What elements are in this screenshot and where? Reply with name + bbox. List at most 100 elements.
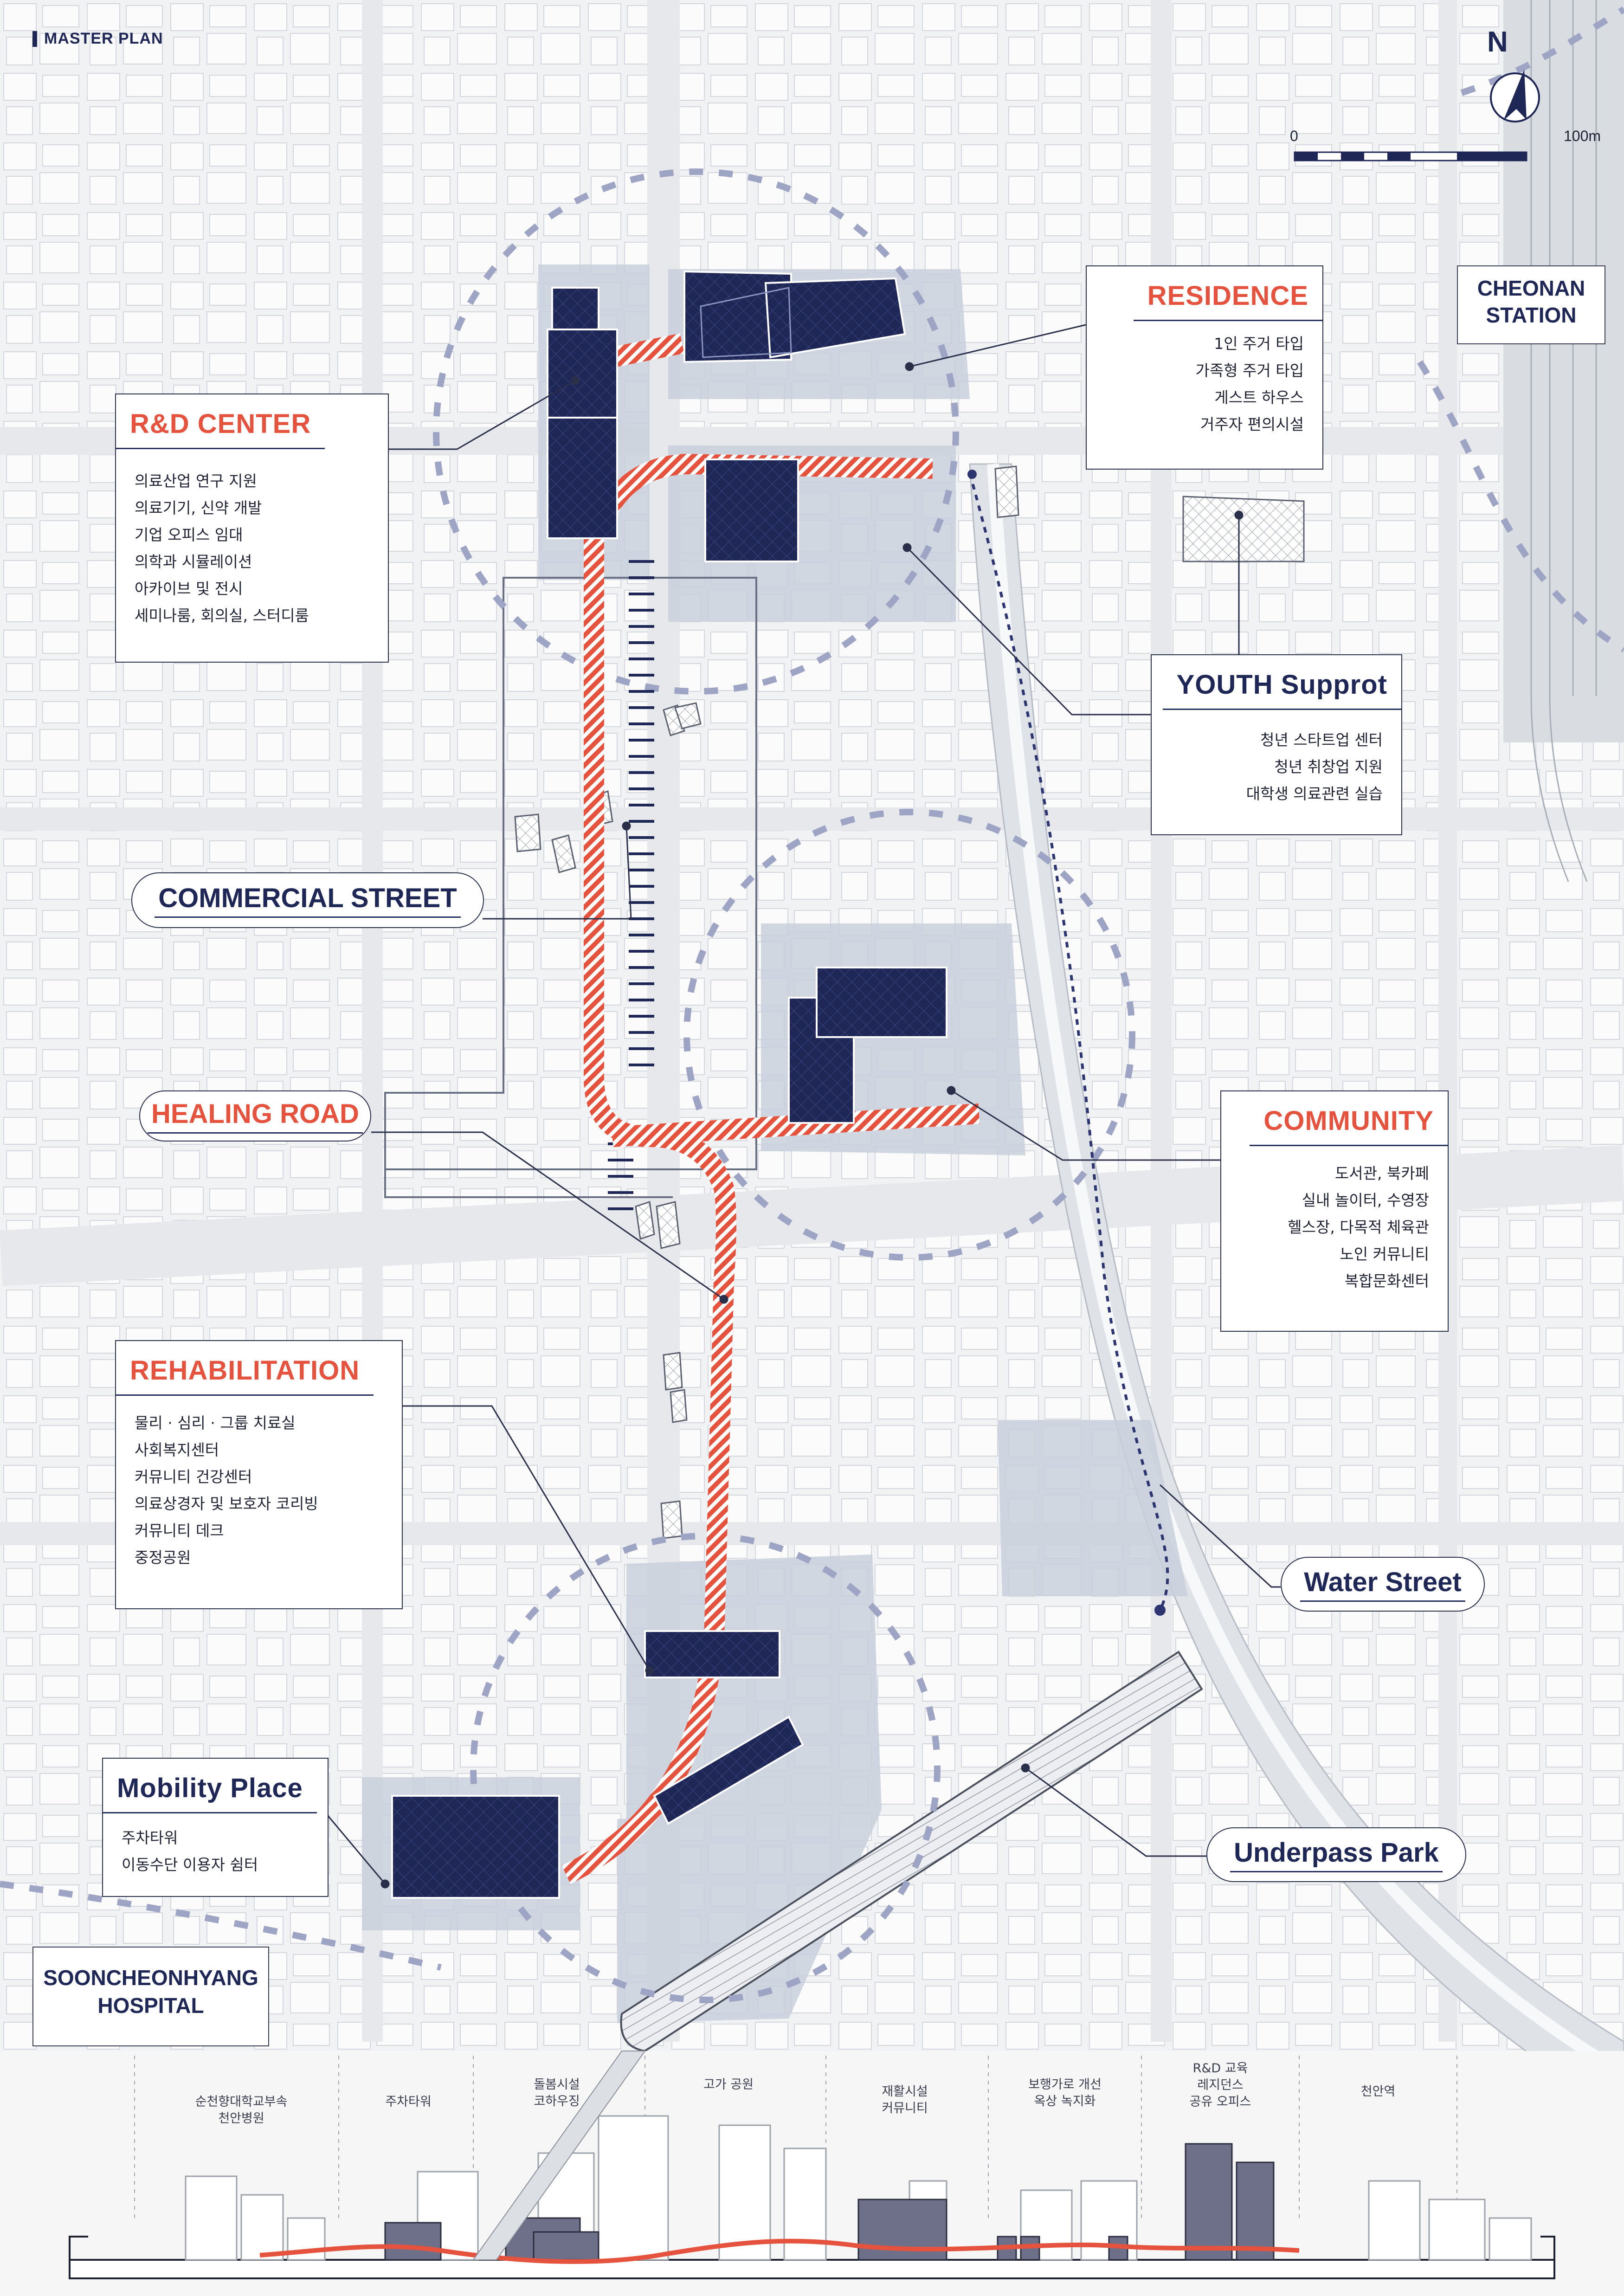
street-crossing-stripes xyxy=(608,560,654,1210)
youth-support-title: YOUTH Supprot xyxy=(1162,669,1401,710)
section-label-line: 고가 공원 xyxy=(703,2077,754,2092)
community-box: COMMUNITY 도서관, 북카페 실내 놀이터, 수영장 헬스장, 다목적 … xyxy=(1220,1090,1449,1332)
rehabilitation-box: REHABILITATION 물리 · 심리 · 그룹 치료실 사회복지센터 커… xyxy=(115,1340,403,1609)
community-item: 노인 커뮤니티 xyxy=(1340,1245,1429,1263)
rnd-center-item: 아카이브 및 전시 xyxy=(135,580,243,598)
residence-item: 거주자 편의시설 xyxy=(1200,415,1304,433)
building-outlines xyxy=(700,287,792,358)
leader-lines xyxy=(324,324,1281,1889)
section-healing-road xyxy=(259,2238,1300,2264)
youth-support-item: 청년 취창업 지원 xyxy=(1274,758,1383,776)
section-label-line: 재활시설 xyxy=(882,2084,928,2099)
rnd-center-box: R&D CENTER 의료산업 연구 지원 의료기기, 신약 개발 기업 오피스… xyxy=(115,393,389,663)
section-label-line: 레지던스 xyxy=(1197,2078,1244,2092)
railway-corridor xyxy=(1503,0,1624,742)
rnd-center-list: 의료산업 연구 지원 의료기기, 신약 개발 기업 오피스 임대 의학과 시뮬레… xyxy=(116,468,388,629)
navy-buildings xyxy=(391,270,947,1899)
section-label-elevated-park: 고가 공원 xyxy=(682,2077,775,2093)
rnd-center-item: 기업 오피스 임대 xyxy=(135,526,243,544)
water-street-end-dot xyxy=(1154,1605,1166,1616)
commercial-street-text: COMMERCIAL STREET xyxy=(155,883,461,918)
rnd-center-title: R&D CENTER xyxy=(116,408,325,449)
section-label-line: 옥상 녹지화 xyxy=(1034,2094,1096,2109)
section-label-line: 커뮤니티 xyxy=(882,2101,928,2115)
header-marker xyxy=(32,31,37,47)
community-item: 도서관, 북카페 xyxy=(1334,1164,1429,1182)
rehab-building-b xyxy=(653,1716,804,1825)
rehabilitation-item: 사회복지센터 xyxy=(135,1441,219,1459)
scale-end-label: 100m xyxy=(1564,128,1601,144)
north-arrow xyxy=(1490,70,1540,123)
community-building-b xyxy=(816,967,947,1038)
section-label-line: R&D 교육 xyxy=(1192,2061,1248,2076)
rehabilitation-item: 중정공원 xyxy=(135,1548,191,1567)
section-viaduct xyxy=(472,2051,646,2260)
section-label-line: 보행가로 개선 xyxy=(1028,2077,1102,2092)
rehabilitation-item: 의료상경자 및 보호자 코리빙 xyxy=(135,1495,318,1513)
mobility-place-title: Mobility Place xyxy=(103,1773,317,1813)
residence-item: 게스트 하우스 xyxy=(1214,388,1304,406)
rehabilitation-item: 물리 · 심리 · 그룹 치료실 xyxy=(135,1414,296,1432)
section-divider-lines xyxy=(134,2056,1457,2223)
scale-bar xyxy=(1294,151,1527,161)
youth-support-item: 대학생 의료관련 실습 xyxy=(1246,785,1383,803)
page-title: MASTER PLAN xyxy=(44,30,163,47)
mobility-place-box: Mobility Place 주차타워 이동수단 이용자 쉼터 xyxy=(102,1758,329,1897)
community-item: 복합문화센터 xyxy=(1344,1272,1429,1290)
healing-road-label: HEALING ROAD xyxy=(139,1090,371,1142)
community-item: 헬스장, 다목적 체육관 xyxy=(1288,1218,1429,1236)
mobility-place-item: 주차타워 xyxy=(122,1829,178,1847)
residence-title: RESIDENCE xyxy=(1133,280,1322,321)
community-title: COMMUNITY xyxy=(1250,1105,1448,1146)
parking-tower xyxy=(391,1795,560,1899)
section-label-line: 천안역 xyxy=(1360,2084,1396,2099)
section-label-line: 주차타워 xyxy=(385,2095,432,2109)
scale-start-label: 0 xyxy=(1290,128,1298,144)
commercial-street-label: COMMERCIAL STREET xyxy=(131,872,484,928)
railway-tracks xyxy=(1530,0,1597,882)
cheonan-station-line2: STATION xyxy=(1486,303,1577,327)
section-label-station: 천안역 xyxy=(1327,2083,1429,2100)
rehabilitation-title: REHABILITATION xyxy=(116,1355,374,1396)
underpass-park-label: Underpass Park xyxy=(1206,1827,1466,1882)
program-zone-circles xyxy=(0,6,1624,2003)
underpass-park-text: Underpass Park xyxy=(1230,1837,1443,1872)
mobility-place-list: 주차타워 이동수단 이용자 쉼터 xyxy=(103,1825,328,1878)
rnd-center-item: 의료산업 연구 지원 xyxy=(135,472,257,490)
water-street-path xyxy=(968,473,1169,1611)
residence-list: 1인 주거 타입 가족형 주거 타입 게스트 하우스 거주자 편의시설 xyxy=(1087,330,1322,438)
section-label-line: 돌봄시설 xyxy=(534,2077,580,2092)
rnd-center-item: 의학과 시뮬레이션 xyxy=(135,553,252,571)
residence-building-b xyxy=(764,277,906,359)
residence-item: 가족형 주거 타입 xyxy=(1195,361,1304,380)
youth-support-list: 청년 스타트업 센터 청년 취창업 지원 대학생 의료관련 실습 xyxy=(1152,727,1401,807)
underpass-park xyxy=(620,1651,1203,2052)
youth-building xyxy=(704,458,799,562)
section-label-line: 천안병원 xyxy=(218,2111,264,2126)
community-item: 실내 놀이터, 수영장 xyxy=(1302,1191,1429,1209)
rehab-building-a xyxy=(644,1630,780,1678)
rnd-center-item: 세미나룸, 회의실, 스터디룸 xyxy=(135,606,309,625)
water-street-text: Water Street xyxy=(1300,1567,1465,1602)
residence-building-a xyxy=(683,270,792,363)
rehabilitation-item: 커뮤니티 데크 xyxy=(135,1522,224,1540)
residence-box: RESIDENCE 1인 주거 타입 가족형 주거 타입 게스트 하우스 거주자… xyxy=(1086,265,1323,470)
youth-support-box: YOUTH Supprot 청년 스타트업 센터 청년 취창업 지원 대학생 의… xyxy=(1151,654,1402,835)
rehabilitation-list: 물리 · 심리 · 그룹 치료실 사회복지센터 커뮤니티 건강센터 의료상경자 … xyxy=(116,1410,402,1571)
residence-path-dot xyxy=(967,470,977,479)
youth-support-item: 청년 스타트업 센터 xyxy=(1260,731,1383,749)
rehabilitation-item: 커뮤니티 건강센터 xyxy=(135,1468,252,1486)
section-label-parking: 주차타워 xyxy=(362,2094,455,2110)
section-label-line: 순천향대학교부속 xyxy=(195,2095,288,2109)
residence-item: 1인 주거 타입 xyxy=(1214,335,1304,353)
community-list: 도서관, 북카페 실내 놀이터, 수영장 헬스장, 다목적 체육관 노인 커뮤니… xyxy=(1221,1160,1448,1295)
hospital-line1: SOONCHEONHYANG xyxy=(43,1966,258,1990)
cheonan-station-line1: CHEONAN xyxy=(1477,276,1585,300)
mobility-place-item: 이동수단 이용자 쉼터 xyxy=(122,1856,258,1874)
healing-road-text: HEALING ROAD xyxy=(148,1098,363,1134)
